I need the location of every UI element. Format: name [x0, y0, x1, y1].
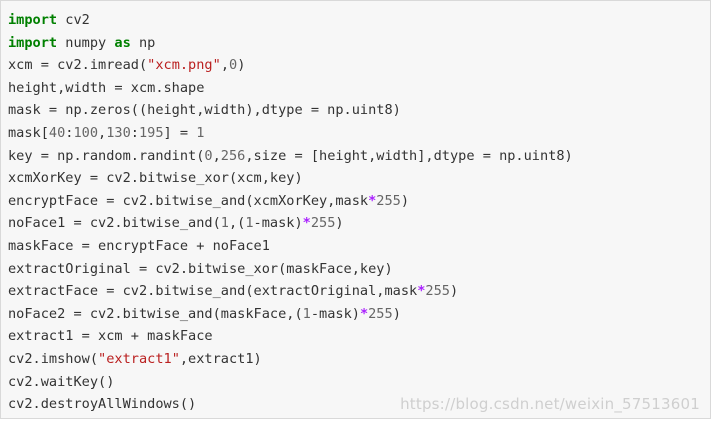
- code-token: ): [400, 192, 410, 209]
- code-line: extract1 = xcm + maskFace: [8, 325, 704, 348]
- code-token: :: [130, 124, 139, 141]
- code-token: ,(: [228, 215, 246, 232]
- code-line: import numpy as np: [8, 32, 704, 55]
- code-token-num: 1: [220, 215, 229, 232]
- code-token-op: *: [368, 192, 377, 209]
- code-token-num: 255: [376, 192, 401, 209]
- code-token-kw: import: [8, 12, 58, 28]
- code-token: extractFace = cv2.bitwise_and(extractOri…: [8, 283, 418, 300]
- code-token: noFace2 = cv2.bitwise_and(maskFace,(: [8, 305, 303, 322]
- code-token-str: "xcm.png": [147, 57, 221, 74]
- code-token-num: 100: [73, 124, 99, 141]
- code-token: np: [130, 34, 156, 51]
- code-token-str: "extract1": [98, 350, 180, 367]
- code-token-num: 0: [204, 147, 213, 164]
- code-token: ,size = [height,width],dtype = np.uint8): [245, 147, 573, 164]
- code-line: height,width = xcm.shape: [8, 77, 704, 100]
- code-token-num: 195: [138, 124, 164, 141]
- code-token-num: 40: [48, 124, 66, 141]
- code-token-op: *: [302, 215, 311, 232]
- code-token: extract1 = xcm + maskFace: [8, 328, 213, 345]
- code-token: ,: [220, 57, 229, 74]
- code-token: -mask): [310, 305, 360, 322]
- code-line: key = np.random.randint(0,256,size = [he…: [8, 145, 704, 168]
- code-token-num: 255: [310, 215, 336, 232]
- code-token-num: 1: [245, 215, 254, 232]
- code-token: cv2.imshow(: [8, 350, 99, 367]
- code-token: ): [449, 283, 459, 300]
- code-line: maskFace = encryptFace + noFace1: [8, 235, 704, 258]
- code-line: encryptFace = cv2.bitwise_and(xcmXorKey,…: [8, 190, 704, 213]
- code-token: noFace1 = cv2.bitwise_and(: [8, 215, 221, 232]
- code-token: key = np.random.randint(: [8, 147, 205, 164]
- code-line: extractOriginal = cv2.bitwise_xor(maskFa…: [8, 258, 704, 281]
- code-token: ): [392, 305, 401, 322]
- code-line: mask = np.zeros((height,width),dtype = n…: [8, 99, 704, 122]
- code-token: encryptFace = cv2.bitwise_and(xcmXorKey,…: [8, 192, 369, 209]
- code-token-num: 256: [220, 147, 246, 164]
- code-token-num: 1: [302, 305, 311, 322]
- code-token-kw: import: [8, 34, 58, 51]
- code-token-op: *: [417, 283, 426, 300]
- code-token: ,extract1): [179, 350, 262, 367]
- code-token-num: 0: [229, 57, 238, 74]
- code-token: xcmXorKey = cv2.bitwise_xor(xcm,key): [8, 170, 303, 187]
- code-token-op: *: [359, 305, 369, 322]
- code-line: mask[40:100,130:195] = 1: [8, 122, 704, 145]
- code-token-num: 255: [425, 283, 450, 300]
- code-token: ,: [98, 124, 107, 141]
- code-token-num: 255: [368, 305, 393, 322]
- code-line: noFace2 = cv2.bitwise_and(maskFace,(1-ma…: [8, 303, 704, 326]
- code-token: numpy: [57, 34, 115, 51]
- code-token: height,width = xcm.shape: [8, 79, 205, 96]
- code-token-num: 1: [196, 124, 205, 141]
- code-token: ): [335, 215, 344, 232]
- code-line: noFace1 = cv2.bitwise_and(1,(1-mask)*255…: [8, 212, 704, 235]
- code-line: xcm = cv2.imread("xcm.png",0): [8, 54, 704, 77]
- code-token-kw: as: [114, 34, 131, 51]
- code-token: cv2.waitKey(): [8, 373, 115, 390]
- code-line: extractFace = cv2.bitwise_and(extractOri…: [8, 280, 704, 303]
- code-line: cv2.destroyAllWindows(): [8, 393, 704, 416]
- code-token: ,: [212, 147, 221, 164]
- code-line: xcmXorKey = cv2.bitwise_xor(xcm,key): [8, 167, 704, 190]
- code-token: cv2: [57, 12, 90, 28]
- code-token: maskFace = encryptFace + noFace1: [8, 237, 270, 254]
- code-token: extractOriginal = cv2.bitwise_xor(maskFa…: [8, 260, 393, 277]
- code-line: cv2.waitKey(): [8, 371, 704, 394]
- code-token: xcm = cv2.imread(: [8, 57, 148, 74]
- code-token: -mask): [253, 215, 303, 232]
- code-line: cv2.imshow("extract1",extract1): [8, 348, 704, 371]
- code-token: :: [65, 124, 74, 141]
- code-token: mask = np.zeros((height,width),dtype = n…: [8, 102, 401, 119]
- code-token: mask[: [8, 124, 49, 141]
- code-token: ): [237, 57, 246, 74]
- code-token: cv2.destroyAllWindows(): [8, 396, 197, 413]
- code-token: ] =: [163, 124, 197, 141]
- watermark-text: https://blog.csdn.net/weixin_57513601: [400, 395, 700, 413]
- code-line: import cv2: [8, 9, 704, 32]
- code-token-num: 130: [106, 124, 131, 141]
